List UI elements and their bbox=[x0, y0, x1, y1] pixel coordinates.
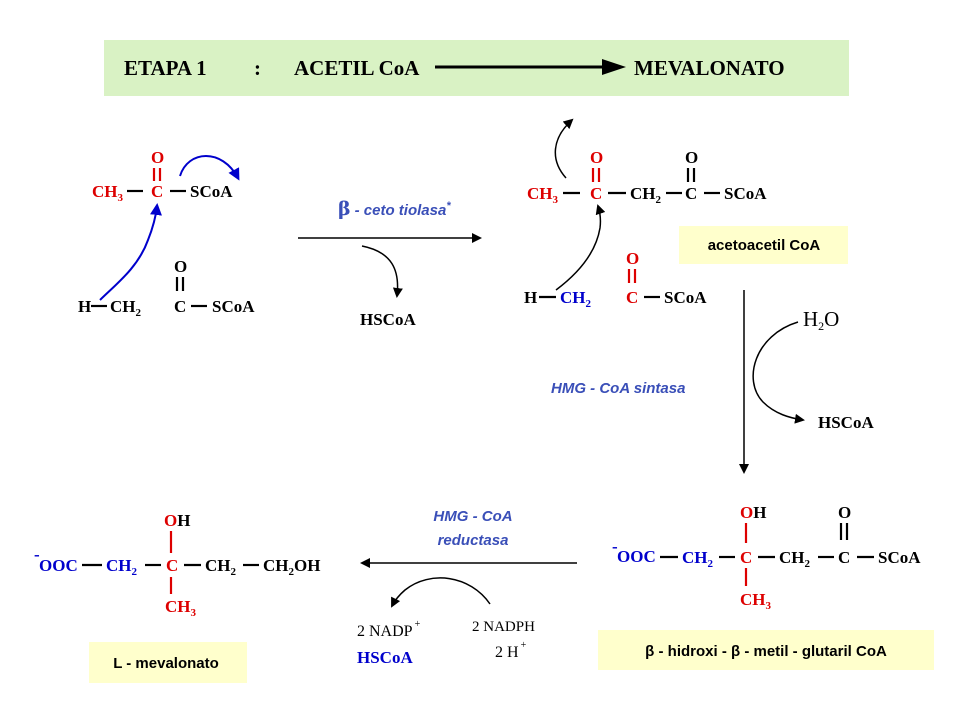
acetoacetyl-o2: O bbox=[685, 148, 698, 167]
acetyl2-scoa: SCoA bbox=[212, 297, 255, 316]
acetoacetyl-label: acetoacetil CoA bbox=[708, 237, 821, 254]
hmg-oh: OH bbox=[740, 503, 766, 522]
acetyl3-h: H bbox=[524, 288, 537, 307]
hmg-label-box bbox=[598, 630, 934, 670]
leaving-arrow-curve bbox=[554, 118, 574, 179]
acetyl3-ch2: CH2 bbox=[560, 288, 592, 310]
acetoacetyl-scoa: SCoA bbox=[724, 184, 767, 203]
title-from: ACETIL CoA bbox=[294, 56, 420, 80]
acetoacetyl-ch3: CH3 bbox=[527, 184, 559, 206]
hmg-ooc: OOC bbox=[617, 547, 656, 566]
acetoacetyl-label-box bbox=[679, 226, 848, 264]
electron-arrow-curve-2 bbox=[99, 203, 162, 301]
nadp-plus-text: 2 NADP+ bbox=[357, 619, 421, 640]
enzyme-hmg-reductase-line1: HMG - CoA bbox=[433, 508, 512, 525]
hmg-c2: C bbox=[838, 548, 850, 567]
mevalonate: OH - OOC CH2 C CH2 CH2OH CH3 L - mevalon… bbox=[34, 511, 320, 683]
mev-label: L - mevalonato bbox=[113, 655, 219, 672]
acetyl3-scoa: SCoA bbox=[664, 288, 707, 307]
title-stage: ETAPA 1 bbox=[124, 56, 207, 80]
mev-label-box bbox=[89, 642, 247, 683]
mev-ch3: CH3 bbox=[165, 597, 197, 619]
acetoacetyl-coa: O O CH3 C CH2 C SCoA acetoacetil CoA bbox=[527, 118, 848, 264]
mev-charge: - bbox=[34, 545, 40, 564]
hmg-ch2b: CH2 bbox=[779, 548, 811, 570]
hmg-c1: C bbox=[740, 548, 752, 567]
title-arrowhead bbox=[602, 59, 626, 75]
release-arrow-1 bbox=[361, 245, 403, 298]
hmg-scoa: SCoA bbox=[878, 548, 921, 567]
mev-oh: OH bbox=[164, 511, 190, 530]
acetyl-coa-2: O H CH2 C SCoA bbox=[78, 203, 255, 319]
acetoacetyl-c2: C bbox=[685, 184, 697, 203]
mev-ooc: OOC bbox=[39, 556, 78, 575]
title-banner: ETAPA 1 : ACETIL CoA MEVALONATO bbox=[104, 40, 849, 96]
acetoacetyl-ch2: CH2 bbox=[630, 184, 662, 206]
hmg-label: β - hidroxi - β - metil - glutaril CoA bbox=[645, 643, 887, 660]
protons-text: 2 H+ bbox=[495, 640, 527, 661]
water-arrow-curve bbox=[752, 321, 805, 424]
acetyl2-h: H bbox=[78, 297, 91, 316]
hmg-o2: O bbox=[838, 503, 851, 522]
enzyme-hmg-reductase-line2: reductasa bbox=[438, 532, 509, 549]
cofactor-arrow-curve bbox=[391, 577, 491, 608]
acetyl3-o: O bbox=[626, 249, 639, 268]
acetyl1-scoa: SCoA bbox=[190, 182, 233, 201]
title-to: MEVALONATO bbox=[634, 56, 785, 80]
water: H2O bbox=[803, 307, 839, 333]
mev-ch2a: CH2 bbox=[106, 556, 138, 578]
acetoacetyl-o1: O bbox=[590, 148, 603, 167]
acetoacetyl-c1: C bbox=[590, 184, 602, 203]
acetyl2-ch2: CH2 bbox=[110, 297, 142, 319]
mev-ch2oh: CH2OH bbox=[263, 556, 320, 578]
acetyl2-o: O bbox=[174, 257, 187, 276]
step-1: β- ceto tiolasa* HSCoA bbox=[298, 198, 482, 329]
nucleophile-arrow-curve bbox=[555, 204, 606, 291]
hscoa-release-2: HSCoA bbox=[818, 413, 874, 432]
nadph-text: 2 NADPH bbox=[472, 619, 535, 635]
title-colon: : bbox=[254, 56, 261, 80]
enzyme-hmg-synthase: HMG - CoA sintasa bbox=[551, 380, 685, 397]
acetyl1-ch3: CH3 bbox=[92, 182, 124, 204]
acetyl1-o: O bbox=[151, 148, 164, 167]
acetyl-coa-3: O H CH2 C SCoA bbox=[524, 204, 707, 310]
step-2: HMG - CoA sintasa H2O HSCoA bbox=[551, 290, 874, 474]
mev-ch2b: CH2 bbox=[205, 556, 237, 578]
hscoa-release-1: HSCoA bbox=[360, 310, 416, 329]
hmg-coa: OH O - OOC CH2 C CH2 C SCoA CH3 β - hidr… bbox=[598, 503, 934, 670]
acetyl-coa-1: O CH3 C SCoA bbox=[92, 148, 240, 204]
mev-c: C bbox=[166, 556, 178, 575]
acetyl2-c: C bbox=[174, 297, 186, 316]
hmg-ch3: CH3 bbox=[740, 590, 772, 612]
hmg-ch2a: CH2 bbox=[682, 548, 714, 570]
acetyl3-c: C bbox=[626, 288, 638, 307]
acetyl1-c: C bbox=[151, 182, 163, 201]
hmg-charge: - bbox=[612, 537, 618, 556]
electron-arrow-curve-1 bbox=[179, 155, 240, 181]
step-3: HMG - CoA reductasa 2 NADP+ HSCoA 2 NADP… bbox=[357, 508, 577, 667]
hscoa-release-3: HSCoA bbox=[357, 648, 413, 667]
enzyme-thiolase: β- ceto tiolasa* bbox=[338, 198, 451, 220]
